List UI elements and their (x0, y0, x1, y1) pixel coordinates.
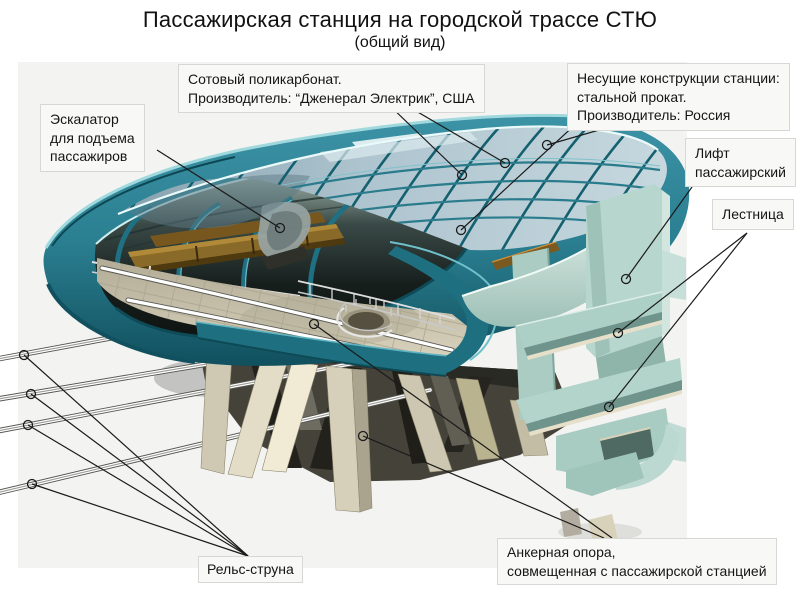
callout-string-rail: Рельс-струна (198, 556, 303, 583)
stair-base-block (556, 408, 680, 546)
page-subtitle: (общий вид) (354, 34, 446, 51)
glass-roof (117, 125, 667, 251)
deck-edge-railing (297, 280, 456, 331)
stairwell-opening (336, 297, 393, 338)
callout-escalator: Эскалатор для подъема пассажиров (40, 104, 145, 172)
stair-flight-upper (515, 291, 663, 360)
callout-stairs: Лестница (712, 199, 794, 230)
page-title: Пассажирская станция на городской трассе… (142, 7, 658, 32)
callout-steel-structure: Несущие конструкции станции: стальной пр… (567, 63, 790, 131)
leader-lines (23, 103, 748, 557)
callout-polycarbonate: Сотовый поликарбонат. Производитель: “Дж… (178, 64, 485, 114)
callout-markers (18, 139, 632, 490)
stair-tower (515, 184, 686, 546)
callout-lift: Лифт пассажирский (685, 138, 796, 188)
callout-anchor-support: Анкерная опора, совмещенная с пассажирск… (497, 538, 777, 586)
platform-deck (97, 258, 472, 369)
